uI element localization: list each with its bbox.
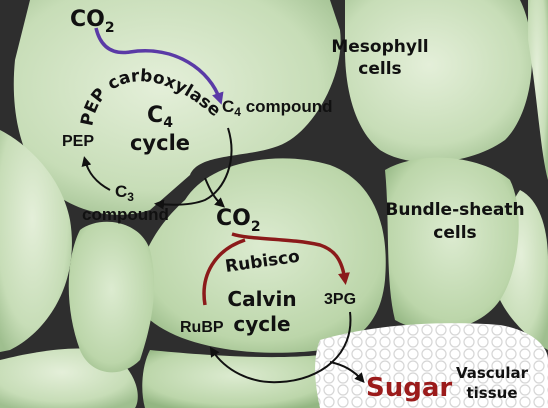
- co2-top-label: CO2: [70, 7, 115, 36]
- vascular-label-line2: tissue: [466, 384, 517, 402]
- bundle-sheath-cell-center: [137, 158, 386, 353]
- rubp-label: RuBP: [180, 319, 224, 336]
- sugar-label: Sugar: [366, 373, 452, 403]
- mesophyll-label-line2: cells: [358, 59, 401, 79]
- calvin-cycle-label-line1: Calvin: [227, 287, 296, 311]
- c3-compound-label-line1: C3: [115, 182, 134, 204]
- 3pg-to-rubp-arrow: [209, 311, 352, 384]
- mesophyll-cell-top-right: [345, 0, 532, 163]
- calvin-cycle-label-line2: cycle: [233, 312, 290, 336]
- c4-cycle-label-line2: cycle: [130, 131, 190, 155]
- rubisco-arrow: [231, 232, 350, 285]
- c4-to-c3-arrow: [154, 127, 233, 210]
- bundle-sheath-cell-bottom: [142, 350, 329, 408]
- c4-to-co2-arrow: [204, 177, 226, 208]
- bundle-sheath-label-line1: Bundle-sheath: [385, 200, 524, 220]
- pep-carboxylase-arrow: [94, 27, 224, 105]
- 3pg-label: 3PG: [324, 291, 356, 308]
- bundle-sheath-cell-right: [385, 157, 519, 331]
- c4-cycle-label-line1: C4: [147, 103, 173, 131]
- c3-to-pep-arrow: [81, 156, 111, 191]
- mesophyll-cell-left: [0, 130, 72, 352]
- bundle-sheath-cell-bottom-left: [68, 221, 155, 373]
- c4-compound-label: C4 compound: [222, 97, 333, 119]
- vascular-tissue: [315, 323, 548, 408]
- vascular-label-line1: Vascular: [456, 364, 529, 382]
- rubp-to-rubisco-arc: [202, 238, 246, 306]
- mesophyll-cell-top-left: [13, 0, 341, 215]
- bundle-sheath-label-line2: cells: [433, 223, 476, 243]
- co2-mid-label: CO2: [216, 206, 261, 235]
- mesophyll-label-line1: Mesophyll: [331, 37, 428, 57]
- pep-label: PEP: [62, 133, 94, 150]
- to-sugar-arrow: [329, 361, 365, 384]
- mesophyll-cell-far-right: [528, 0, 548, 180]
- c3-compound-label-line2: compound: [82, 205, 169, 224]
